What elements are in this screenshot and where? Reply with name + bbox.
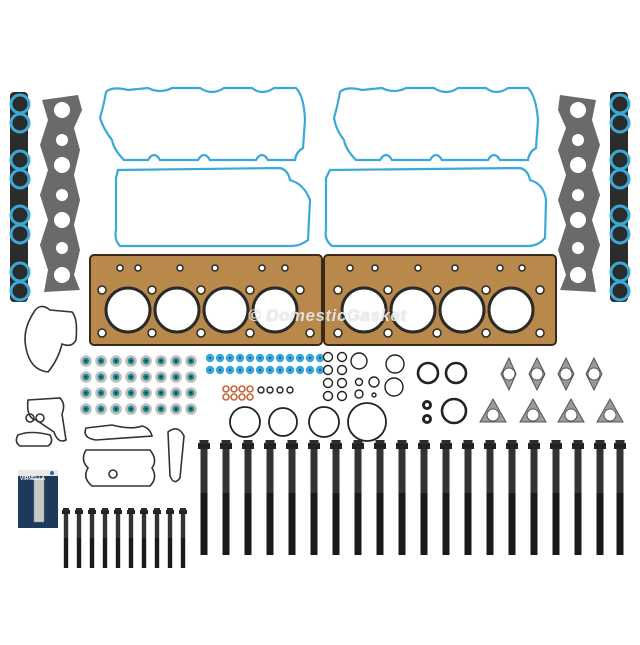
- long-head-bolts: [198, 440, 626, 555]
- intake-gasket-left: [9, 92, 31, 302]
- exhaust-gasket-right: [558, 95, 600, 292]
- valve-cover-gaskets: [98, 86, 548, 248]
- oil-cooler-gaskets: [15, 305, 185, 487]
- injector-seals: [205, 353, 325, 374]
- copper-washers: [222, 385, 254, 401]
- sealant-tube: [18, 470, 58, 528]
- exhaust-gasket-left: [40, 95, 82, 292]
- egr-gaskets: [479, 356, 624, 423]
- o-rings: [229, 351, 468, 442]
- head-gasket-left: [89, 254, 323, 346]
- head-gasket-right: [323, 254, 557, 346]
- intake-gasket-right: [609, 92, 631, 302]
- valve-stem-seals: [80, 355, 197, 415]
- short-bolts: [62, 508, 187, 568]
